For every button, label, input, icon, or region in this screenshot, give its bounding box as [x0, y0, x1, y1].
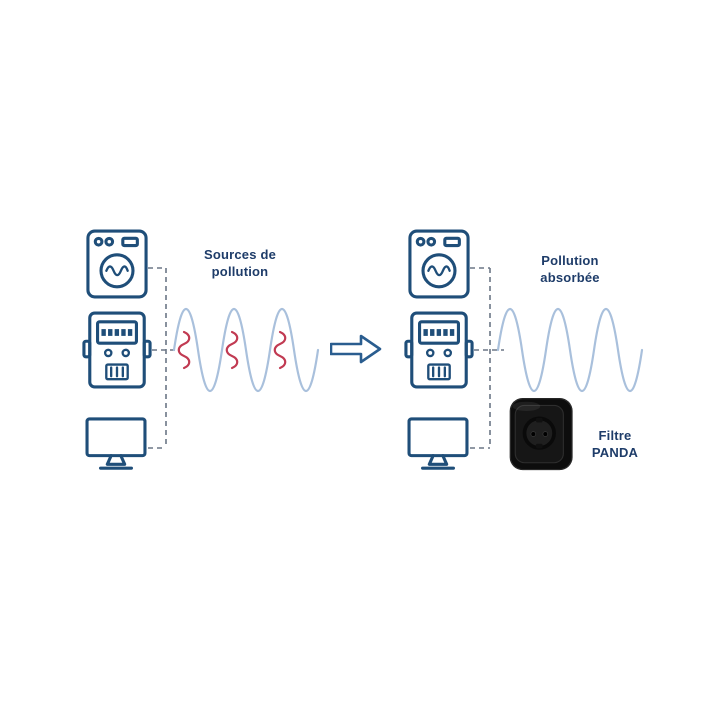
clean-sine-wave	[496, 308, 644, 392]
pollution-absorbed-label: Pollution absorbée	[540, 253, 600, 285]
filtre-panda-label: Filtre PANDA	[591, 428, 639, 460]
noise-spike-1	[177, 330, 191, 370]
noise-spike-2	[225, 330, 239, 370]
electricity-meter-icon	[82, 311, 152, 389]
washing-machine-icon	[86, 229, 148, 299]
monitor-icon	[85, 417, 147, 470]
panda-filter-plug	[509, 398, 573, 471]
left-connector-dashed-lines	[148, 267, 180, 449]
right-connector-dashed-lines	[470, 267, 504, 449]
noise-spike-3	[273, 330, 287, 370]
monitor-icon	[407, 417, 469, 470]
electricity-meter-icon	[404, 311, 474, 389]
noisy-sine-wave	[172, 308, 320, 392]
washing-machine-icon	[408, 229, 470, 299]
sources-pollution-label: Sources de pollution	[203, 247, 277, 279]
arrow-right-icon	[330, 334, 382, 364]
